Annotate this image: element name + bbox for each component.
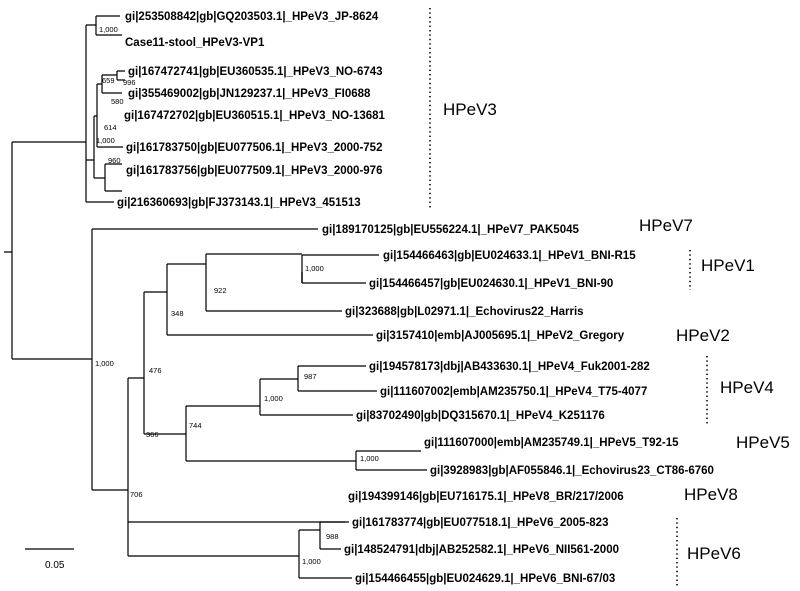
scale-bar-label: 0.05	[45, 560, 65, 571]
scale-bar: 0.05	[25, 548, 74, 571]
leaf-label: gi|3928983|gb|AF055846.1|_Echovirus23_CT…	[430, 465, 714, 477]
bootstrap-value: 987	[304, 372, 317, 381]
leaf-label: gi|216360693|gb|FJ373143.1|_HPeV3_451513	[117, 197, 361, 209]
leaf-label: gi|253508842|gb|GQ203503.1|_HPeV3_JP-862…	[125, 11, 379, 23]
bootstrap-value: 1,000	[302, 557, 321, 566]
leaf-label: gi|154466457|gb|EU024630.1|_HPeV1_BNI-90	[369, 278, 613, 290]
leaf-label: gi|83702490|gb|DQ315670.1|_HPeV4_K251176	[356, 410, 605, 422]
clade-brackets	[429, 8, 708, 588]
leaf-label: gi|189170125|gb|EU556224.1|_HPeV7_PAK504…	[322, 224, 579, 236]
leaf-label: gi|111607002|emb|AM235750.1|_HPeV4_T75-4…	[380, 386, 647, 398]
leaf-label: gi|167472741|gb|EU360535.1|_HPeV3_NO-674…	[128, 66, 383, 78]
leaf-labels: gi|253508842|gb|GQ203503.1|_HPeV3_JP-862…	[117, 11, 714, 585]
leaf-label: gi|167472702|gb|EU360515.1|_HPeV3_NO-136…	[124, 110, 386, 122]
clade-label-hpev4: HPeV4	[720, 378, 774, 397]
clade-labels: HPeV3 HPeV7 HPeV1 HPeV2 HPeV4 HPeV5 HPeV…	[443, 100, 790, 563]
bootstrap-value: 1,000	[305, 264, 324, 273]
bootstrap-value: 1,000	[96, 136, 115, 145]
bootstrap-value: 1,000	[360, 454, 379, 463]
bootstrap-value: 1,000	[99, 25, 118, 34]
leaf-label: gi|154466463|gb|EU024633.1|_HPeV1_BNI-R1…	[383, 250, 636, 262]
leaf-label: gi|148524791|dbj|AB252582.1|_HPeV6_NII56…	[344, 544, 619, 556]
bootstrap-value: 1,000	[95, 359, 114, 368]
leaf-label: gi|111607000|emb|AM235749.1|_HPeV5_T92-1…	[424, 437, 679, 449]
clade-label-hpev7: HPeV7	[639, 216, 693, 235]
bootstrap-value: 706	[130, 490, 143, 499]
bootstrap-value: 996	[123, 78, 136, 87]
leaf-label: gi|323688|gb|L02971.1|_Echovirus22_Harri…	[345, 306, 584, 318]
bootstrap-value: 960	[108, 156, 121, 165]
clade-label-hpev3: HPeV3	[443, 100, 497, 119]
bootstrap-value: 580	[111, 97, 124, 106]
clade-label-hpev8: HPeV8	[684, 485, 738, 504]
leaf-label: gi|194399146|gb|EU716175.1|_HPeV8_BR/217…	[348, 491, 624, 503]
leaf-label: gi|161783774|gb|EU077518.1|_HPeV6_2005-8…	[352, 517, 608, 529]
tree-branches	[4, 15, 427, 579]
clade-label-hpev6: HPeV6	[687, 544, 741, 563]
bootstrap-value: 1,000	[264, 394, 283, 403]
bootstrap-value: 922	[214, 286, 227, 295]
bootstrap-values: 1,000 659 996 580 614 1,000 960 1,000 92…	[95, 25, 379, 566]
leaf-label: gi|161783750|gb|EU077506.1|_HPeV3_2000-7…	[126, 142, 382, 154]
clade-label-hpev1: HPeV1	[701, 256, 755, 275]
leaf-label: gi|194578173|dbj|AB433630.1|_HPeV4_Fuk20…	[369, 361, 650, 373]
bootstrap-value: 744	[189, 421, 202, 430]
clade-label-hpev5: HPeV5	[736, 433, 790, 452]
bootstrap-value: 348	[171, 309, 184, 318]
bootstrap-value: 614	[104, 123, 117, 132]
leaf-label: gi|355469002|gb|JN129237.1|_HPeV3_FI0688	[128, 88, 371, 100]
bootstrap-value: 366	[146, 430, 159, 439]
leaf-label: Case11-stool_HPeV3-VP1	[125, 37, 265, 49]
leaf-label: gi|3157410|emb|AJ005695.1|_HPeV2_Gregory	[376, 330, 625, 342]
bootstrap-value: 988	[326, 532, 339, 541]
leaf-label: gi|161783756|gb|EU077509.1|_HPeV3_2000-9…	[126, 165, 382, 177]
clade-label-hpev2: HPeV2	[676, 326, 730, 345]
leaf-label: gi|154466455|gb|EU024629.1|_HPeV6_BNI-67…	[355, 573, 615, 585]
bootstrap-value: 476	[149, 366, 162, 375]
bootstrap-value: 659	[102, 76, 115, 85]
